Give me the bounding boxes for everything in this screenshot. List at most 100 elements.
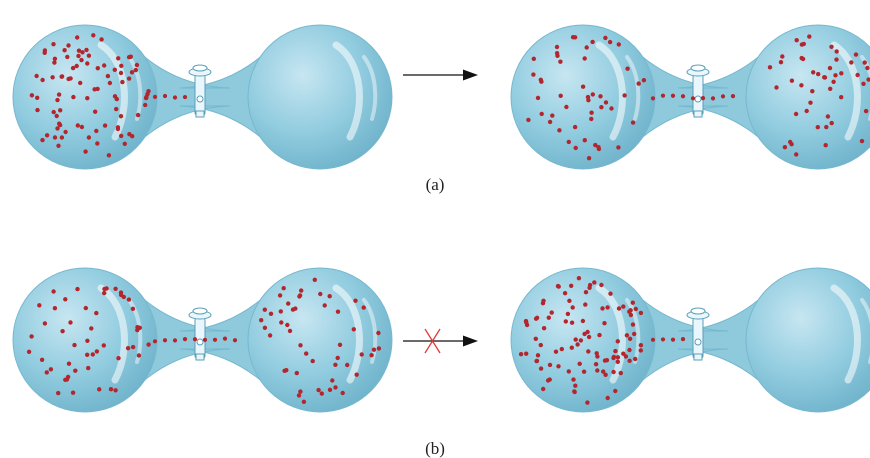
gas-molecule [782,145,788,150]
gas-molecule [116,56,121,61]
arrowhead-icon [463,335,478,347]
gas-molecule [79,57,84,63]
process-arrow-a [403,69,478,81]
gas-molecule [182,336,188,342]
gas-molecule [540,301,546,306]
right-bulb [247,24,393,170]
gas-molecule [641,78,647,83]
gas-molecule [567,298,572,303]
gas-molecule [575,342,580,347]
gas-molecule [108,387,114,392]
gas-molecule [863,108,869,114]
gas-molecule [549,310,554,315]
gas-molecule [534,315,540,320]
gas-molecule [107,80,113,86]
gas-molecule [361,305,366,310]
gas-molecule [70,390,76,395]
gas-molecule [42,321,48,326]
gas-molecule [299,288,304,293]
gas-molecule [172,338,178,343]
gas-molecule [279,320,284,325]
gas-molecule [849,60,854,65]
gas-molecule [60,329,65,334]
left-bulb-glare [625,298,641,364]
right-bulb-glare [860,298,870,364]
gas-molecule [259,318,264,323]
gas-molecule [556,364,561,369]
gas-molecule [337,342,343,347]
gas-molecule [526,117,531,123]
gas-molecule [162,338,168,343]
gas-molecule [593,142,598,148]
gas-molecule [583,302,588,307]
gas-molecule [42,50,47,55]
gas-molecule [143,102,148,108]
gas-molecule [589,116,594,122]
gas-molecule [51,42,56,47]
gas-molecule [152,94,158,99]
x-mark-icon [424,328,441,354]
gas-molecule [578,338,584,343]
gas-molecule [638,310,644,316]
gas-molecule [595,354,600,359]
gas-molecule [800,56,806,62]
gas-molecule [535,95,541,101]
gas-molecule [590,39,595,45]
gas-molecule [296,393,302,398]
gas-molecule [616,42,621,47]
gas-molecule [583,290,589,295]
gas-molecule [75,35,80,40]
gas-molecule [630,322,636,327]
gas-molecule [37,303,42,308]
gas-molecule [586,156,592,161]
gas-molecule [822,75,828,80]
gas-molecule [68,76,73,81]
gas-molecule [680,94,686,99]
gas-molecule [577,361,582,366]
gas-molecule [596,145,601,150]
gas-molecule [63,297,68,302]
gas-molecule [56,390,61,396]
gas-molecule [615,355,621,360]
gas-molecule [268,311,274,316]
gas-molecule [853,52,859,57]
gas-molecule [353,298,358,303]
gas-molecule [86,365,91,371]
gas-molecule [636,81,641,86]
gas-molecule [582,138,587,143]
gas-molecule [829,120,834,126]
gas-molecule [57,122,63,128]
gas-molecule [613,388,618,394]
left-bulb-highlight [595,41,626,141]
gas-molecule [613,348,618,354]
gas-molecule [559,346,564,352]
gas-molecule [118,70,124,76]
gas-molecule [40,137,45,143]
gas-molecule [129,70,135,75]
gas-molecule [573,337,578,342]
gas-molecule [632,331,637,337]
gas-molecule [102,290,107,296]
gas-molecule [126,76,132,81]
gas-molecule [607,39,613,45]
gas-molecule [539,79,544,84]
gas-molecule [143,95,149,101]
gas-molecule [780,54,785,59]
gas-molecule [558,93,563,99]
gas-molecule [39,357,45,362]
right-bulb-glare [362,55,378,121]
gas-molecule [730,93,736,99]
gas-molecule [700,96,706,101]
tube-molecules-b-initial [152,336,238,344]
gas-molecule [609,106,614,111]
gas-molecule [720,94,726,99]
gas-molecule [376,346,382,351]
gas-molecule [616,306,622,311]
gas-molecule [815,125,820,130]
gas-molecule [541,386,546,392]
gas-molecule [592,280,597,285]
gas-molecule [135,112,141,118]
gas-molecule [335,355,340,361]
gas-molecule [710,96,716,101]
